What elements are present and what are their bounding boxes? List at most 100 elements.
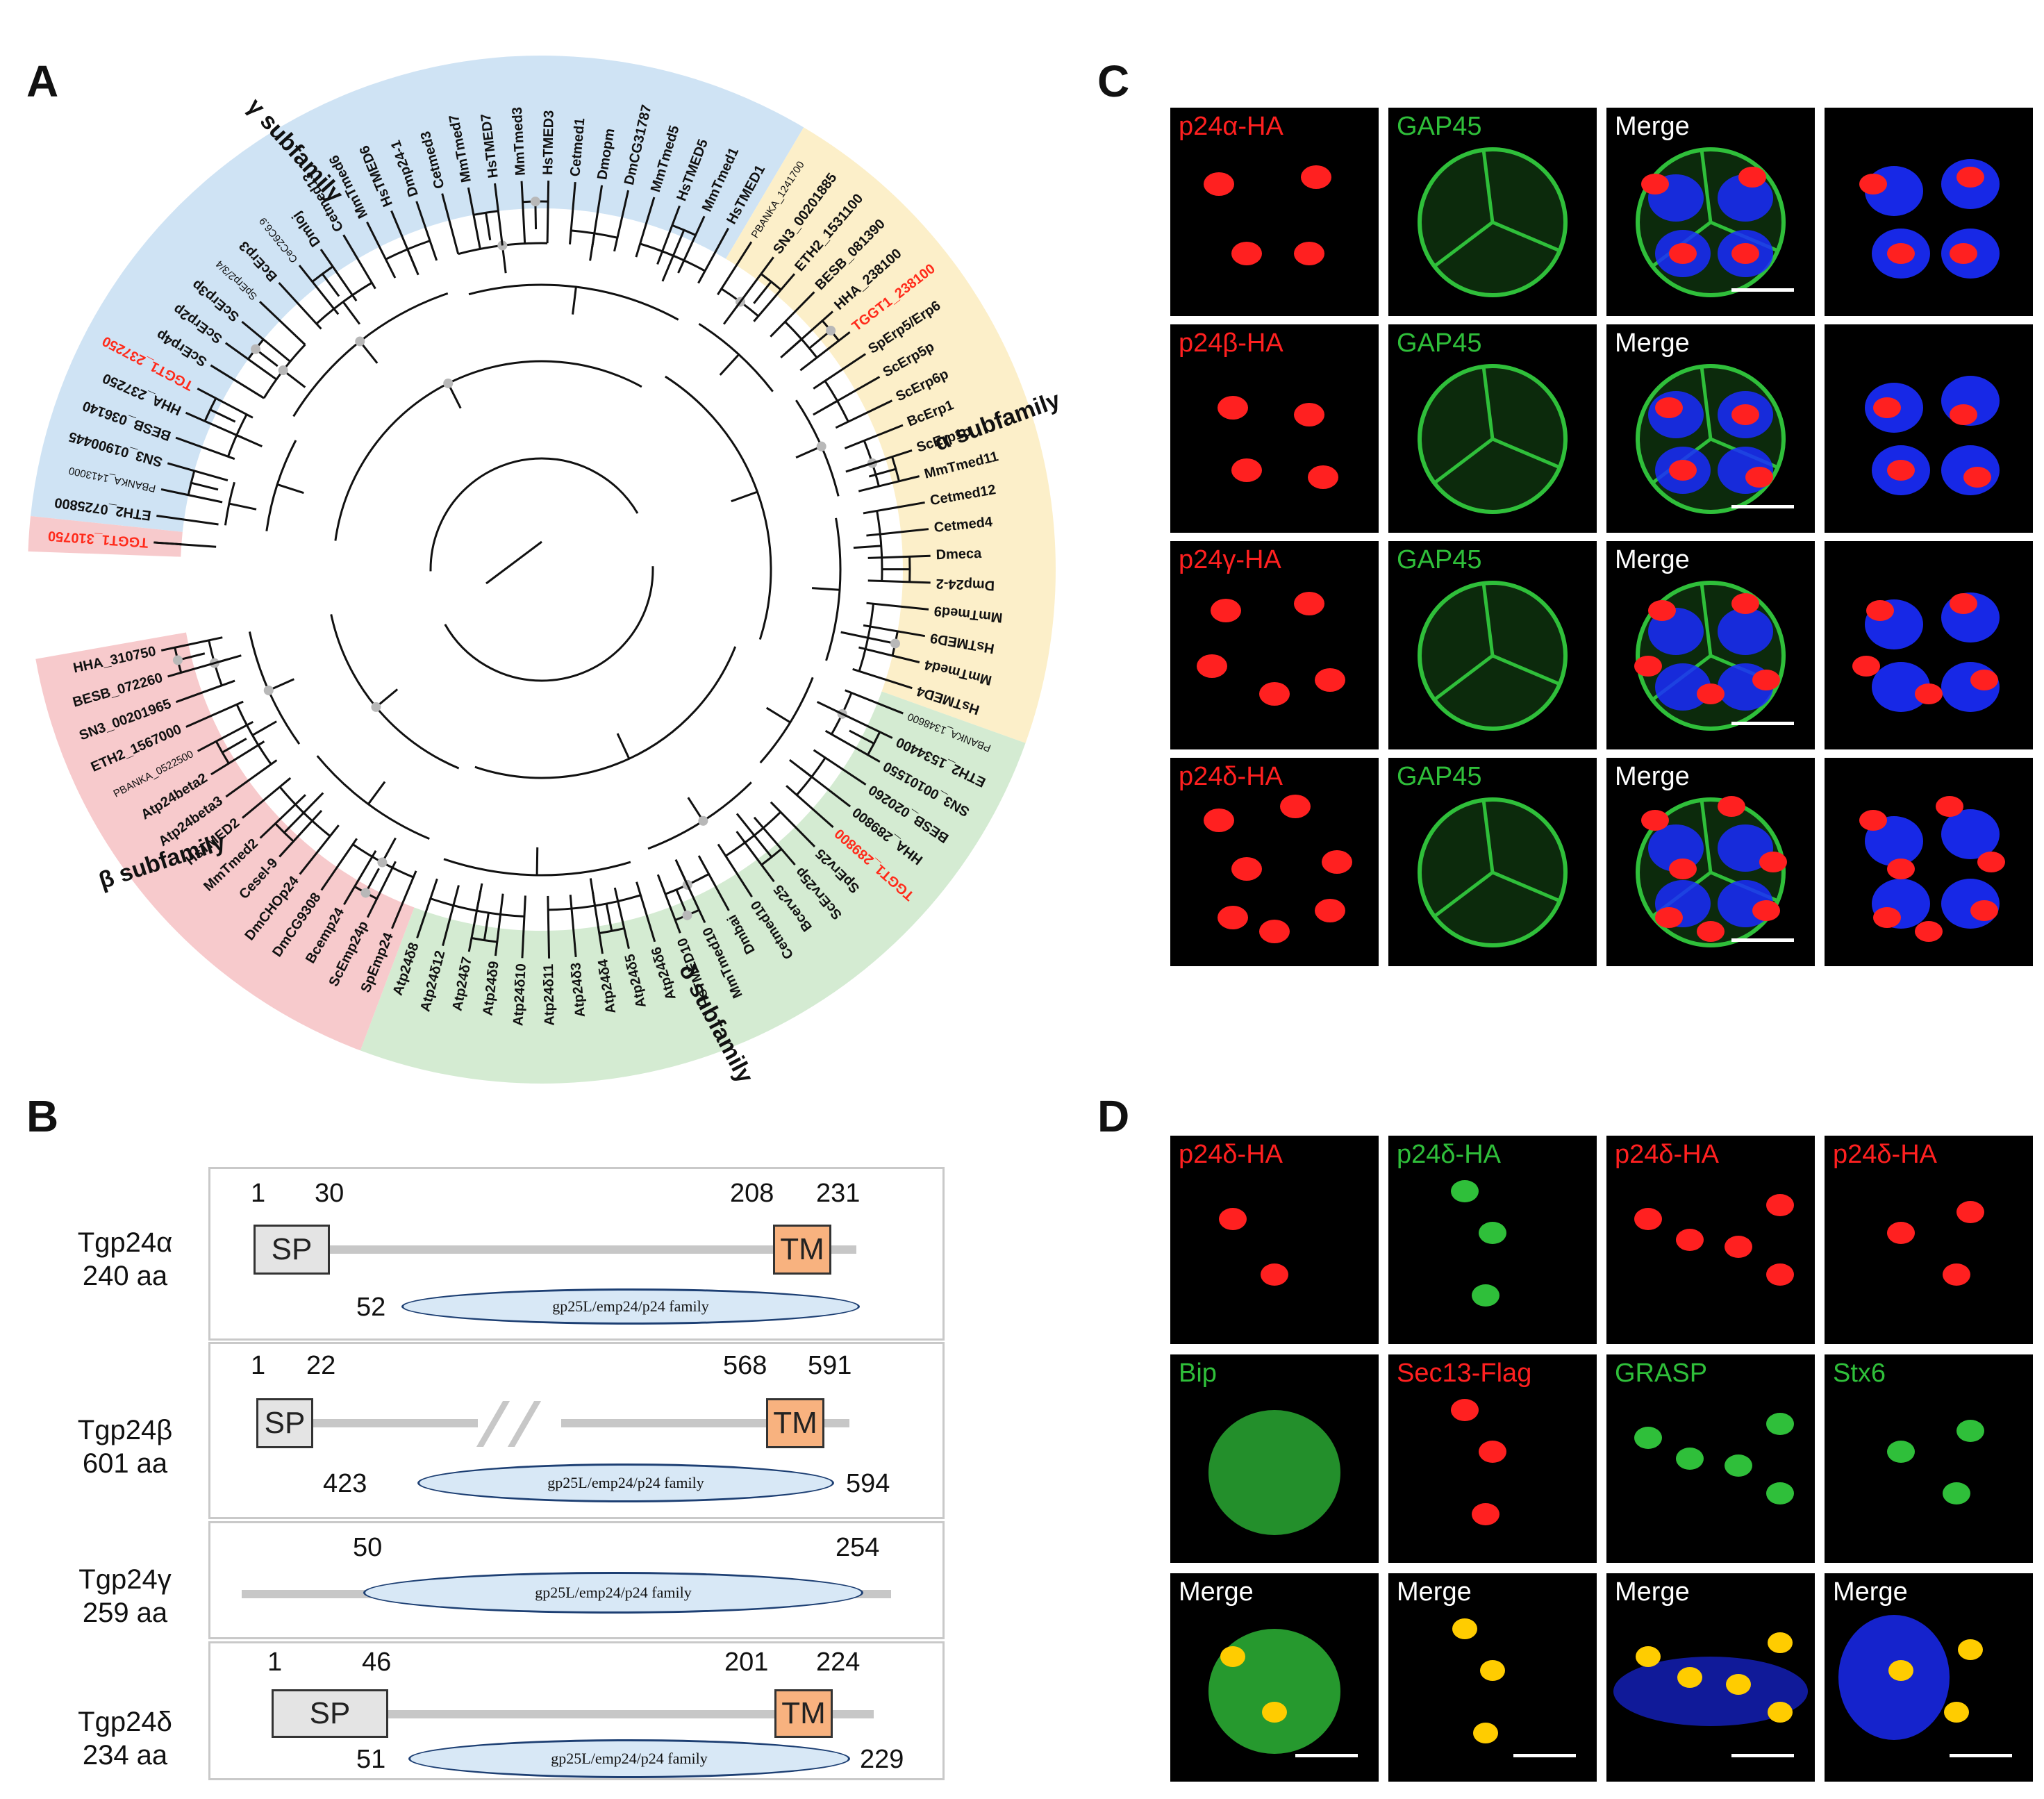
ifa-d-cell-0-0: p24δ-HA (1170, 1136, 1379, 1344)
channel-label: GAP45 (1397, 545, 1482, 574)
signal-spot (1958, 1639, 1983, 1660)
leaf-branch (467, 890, 482, 952)
family-start-gamma: 50 (353, 1533, 383, 1562)
ifa-cell-ha-dapi-0 (1825, 108, 2033, 316)
leaf-branch (278, 282, 322, 330)
leaf-branch (835, 399, 893, 429)
leaf-label: Atp24δ11 (541, 964, 558, 1026)
signal-spot (1859, 174, 1887, 194)
parasite-membrane (1481, 799, 1495, 873)
scale-bar (1295, 1754, 1358, 1757)
signal-spot (1888, 1660, 1913, 1681)
leaf-branch (851, 449, 913, 471)
signal-spot (1220, 1646, 1245, 1667)
signal-spot (1641, 810, 1669, 831)
leaf-label: HsTMED3 (540, 110, 557, 176)
leaf-branch (785, 310, 834, 354)
ifa-d-cell-2-2: Merge (1606, 1573, 1815, 1782)
signal-spot (1301, 165, 1331, 189)
channel-label: GAP45 (1397, 762, 1482, 791)
tree-stem (222, 738, 247, 754)
ifa-cell-ha-dapi-3 (1825, 758, 2033, 966)
leaf-branch (613, 190, 630, 252)
signal-spot (1451, 1399, 1479, 1421)
backbone-delta (356, 1710, 874, 1718)
signal-spot (1725, 1454, 1752, 1477)
signal-spot (1873, 907, 1901, 928)
tree-stem (229, 502, 257, 511)
domain-box-delta: 1 46 201 224 SP TM 51 gp25L/emp24/p24 fa… (208, 1641, 945, 1780)
tree-stem (342, 301, 361, 325)
scale-bar (1731, 288, 1794, 292)
leaf-branch (175, 436, 235, 461)
micrograph (1208, 1629, 1340, 1754)
leaf-branch (259, 301, 306, 346)
leaf-branch (416, 878, 438, 938)
sp-end-alpha: 30 (315, 1179, 344, 1208)
parasite-membrane (1433, 654, 1494, 702)
leaf-branch (160, 636, 223, 652)
signal-spot (1887, 1441, 1915, 1463)
tree-stem (616, 733, 631, 759)
leaf-branch (160, 488, 223, 504)
bootstrap-node-dot (890, 638, 900, 649)
parasite-membrane (1700, 149, 1713, 223)
ifa-cell-ha-1: p24β-HA (1170, 324, 1379, 533)
leaf-branch (442, 885, 460, 946)
signal-spot (1887, 1222, 1915, 1244)
signal-spot (1697, 921, 1725, 942)
ifa-cell-merge-2: Merge (1606, 541, 1815, 749)
ifa-cell-gap45-2: GAP45 (1388, 541, 1597, 749)
signal-spot (1676, 1229, 1704, 1251)
channel-label: GRASP (1615, 1359, 1708, 1388)
leaf-branch (299, 824, 340, 875)
signal-spot (1956, 1201, 1984, 1223)
signal-spot (1887, 243, 1915, 264)
root-stem (485, 540, 542, 585)
tm-start-alpha: 208 (730, 1179, 774, 1208)
leaf-branch (547, 895, 551, 959)
scale-bar (1513, 1754, 1576, 1757)
channel-label: p24δ-HA (1615, 1140, 1719, 1169)
ifa-cell-ha-dapi-1 (1825, 324, 2033, 533)
ifa-d-cell-1-0: Bip (1170, 1354, 1379, 1563)
leaf-branch (824, 376, 881, 409)
micrograph (1219, 1208, 1288, 1286)
leaf-branch (546, 181, 550, 244)
tree-stem (753, 281, 772, 304)
tree-arc (443, 858, 631, 877)
signal-spot (1473, 1723, 1498, 1743)
signal-spot (1950, 593, 1977, 614)
leaf-branch (167, 658, 229, 678)
micrograph (1636, 796, 1787, 947)
ifa-cell-merge-0: Merge (1606, 108, 1815, 316)
signal-spot (1261, 1263, 1288, 1286)
leaf-branch (390, 210, 417, 270)
beta-subfamily-sector (35, 632, 415, 1051)
family-domain-gamma: gp25L/emp24/p24 family (363, 1572, 863, 1614)
leaf-branch (197, 720, 254, 752)
tree-arc (316, 755, 430, 840)
leaf-branch (613, 887, 630, 950)
signal-spot (1677, 1667, 1702, 1688)
leaf-branch (852, 668, 913, 690)
signal-spot (1479, 1441, 1506, 1463)
tree-stem (719, 354, 740, 376)
ifa-cell-ha-0: p24α-HA (1170, 108, 1379, 316)
panel-letter-a: A (26, 56, 59, 106)
parasite-membrane (1700, 799, 1713, 873)
signal-spot (1259, 920, 1290, 943)
micrograph (1208, 1410, 1340, 1535)
micrograph (1636, 147, 1786, 297)
channel-label: p24γ-HA (1179, 545, 1281, 574)
signal-spot (1977, 852, 2005, 872)
sp-start-alpha: 1 (251, 1179, 266, 1208)
leaf-branch (520, 181, 526, 244)
channel-label: Merge (1615, 1577, 1690, 1607)
bootstrap-node-dot (360, 888, 371, 898)
micrograph (1451, 1180, 1506, 1307)
ifa-d-cell-1-1: Sec13-Flag (1388, 1354, 1597, 1563)
channel-label: Sec13-Flag (1397, 1359, 1532, 1388)
leaf-branch (836, 710, 893, 739)
